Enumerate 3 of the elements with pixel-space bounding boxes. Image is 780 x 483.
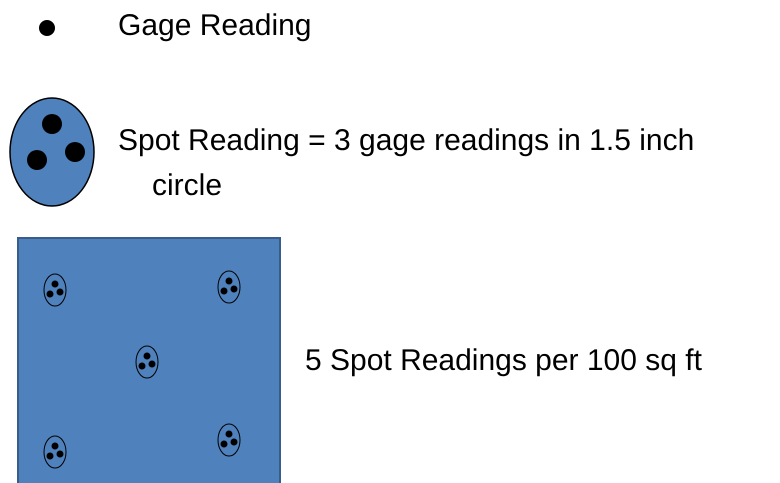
description-text: 5 Spot Readings per 100 sq ft <box>305 343 703 379</box>
legend-text: Gage Reading <box>118 8 312 44</box>
legend-text: Spot Reading = 3 gage readings in 1.5 inch circle <box>118 123 696 204</box>
